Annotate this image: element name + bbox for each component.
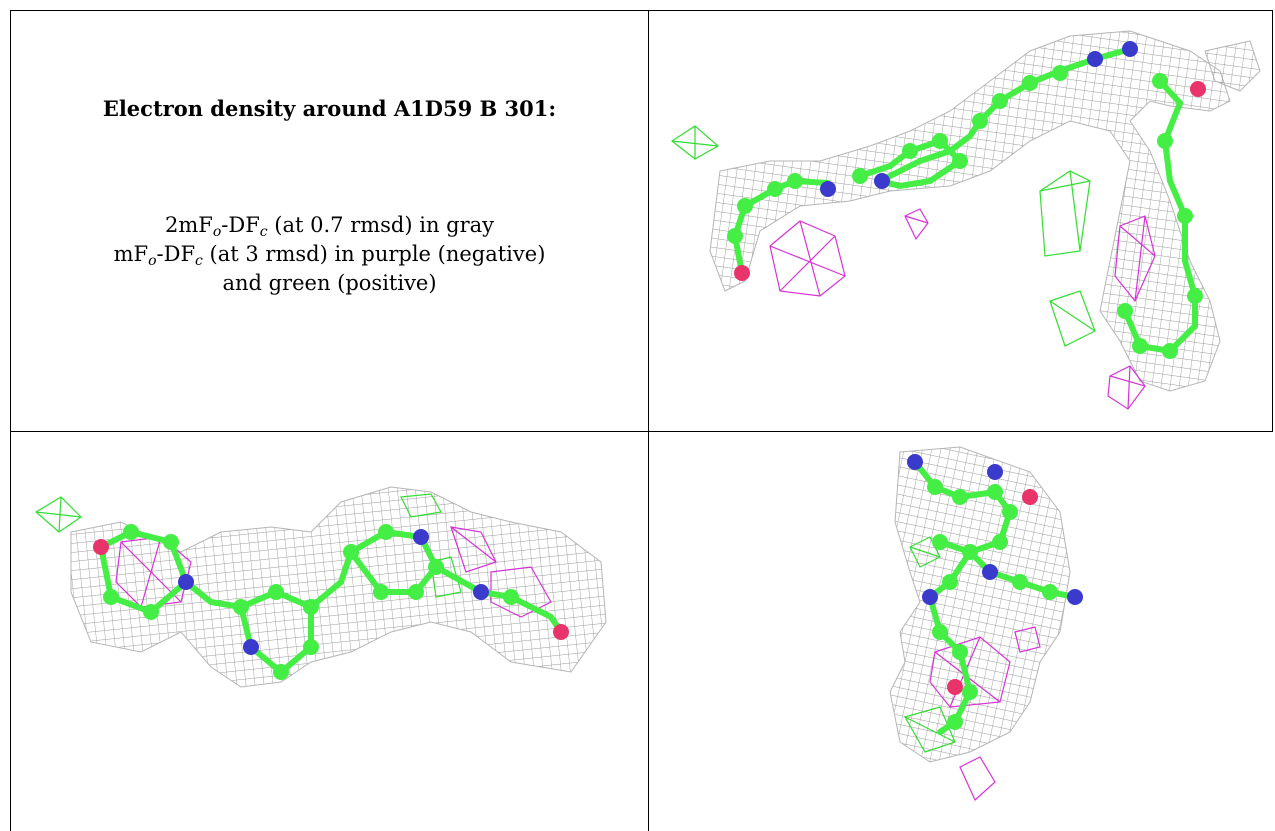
table-border-middle	[10, 431, 1273, 432]
view-bottom-right	[650, 432, 1272, 830]
ligand-atoms	[93, 524, 569, 680]
density-render-2	[34, 486, 607, 688]
gray-mesh-envelope	[889, 446, 1071, 763]
ligand-atoms	[727, 41, 1206, 359]
legend-line-purple: mFo-DFc (at 3 rmsd) in purple (negative)	[113, 242, 546, 269]
view-bottom-left	[11, 432, 648, 830]
table-border-left	[10, 10, 11, 831]
negative-density	[769, 208, 1156, 410]
density-render-1	[670, 30, 1261, 410]
figure-title: Electron density around A1D59 B 301:	[102, 96, 557, 121]
legend-text: 2mFo-DFc (at 0.7 rmsd) in gray mFo-DFc (…	[11, 211, 648, 298]
positive-density	[904, 536, 956, 753]
gray-mesh-fragment	[1204, 40, 1261, 92]
negative-density	[929, 626, 1041, 801]
gray-mesh-envelope	[709, 30, 1231, 392]
caption-cell: Electron density around A1D59 B 301: 2mF…	[11, 11, 648, 431]
table-border-top	[10, 10, 1273, 11]
positive-density	[670, 125, 1096, 347]
legend-line-gray: 2mFo-DFc (at 0.7 rmsd) in gray	[164, 213, 495, 240]
view-top-right	[650, 11, 1272, 430]
positive-density	[34, 493, 462, 598]
legend-line-green: and green (positive)	[222, 271, 437, 295]
table-border-right	[1272, 10, 1273, 431]
table-border-center	[648, 10, 649, 831]
ligand-atoms	[907, 454, 1083, 730]
density-render-3	[889, 446, 1083, 801]
